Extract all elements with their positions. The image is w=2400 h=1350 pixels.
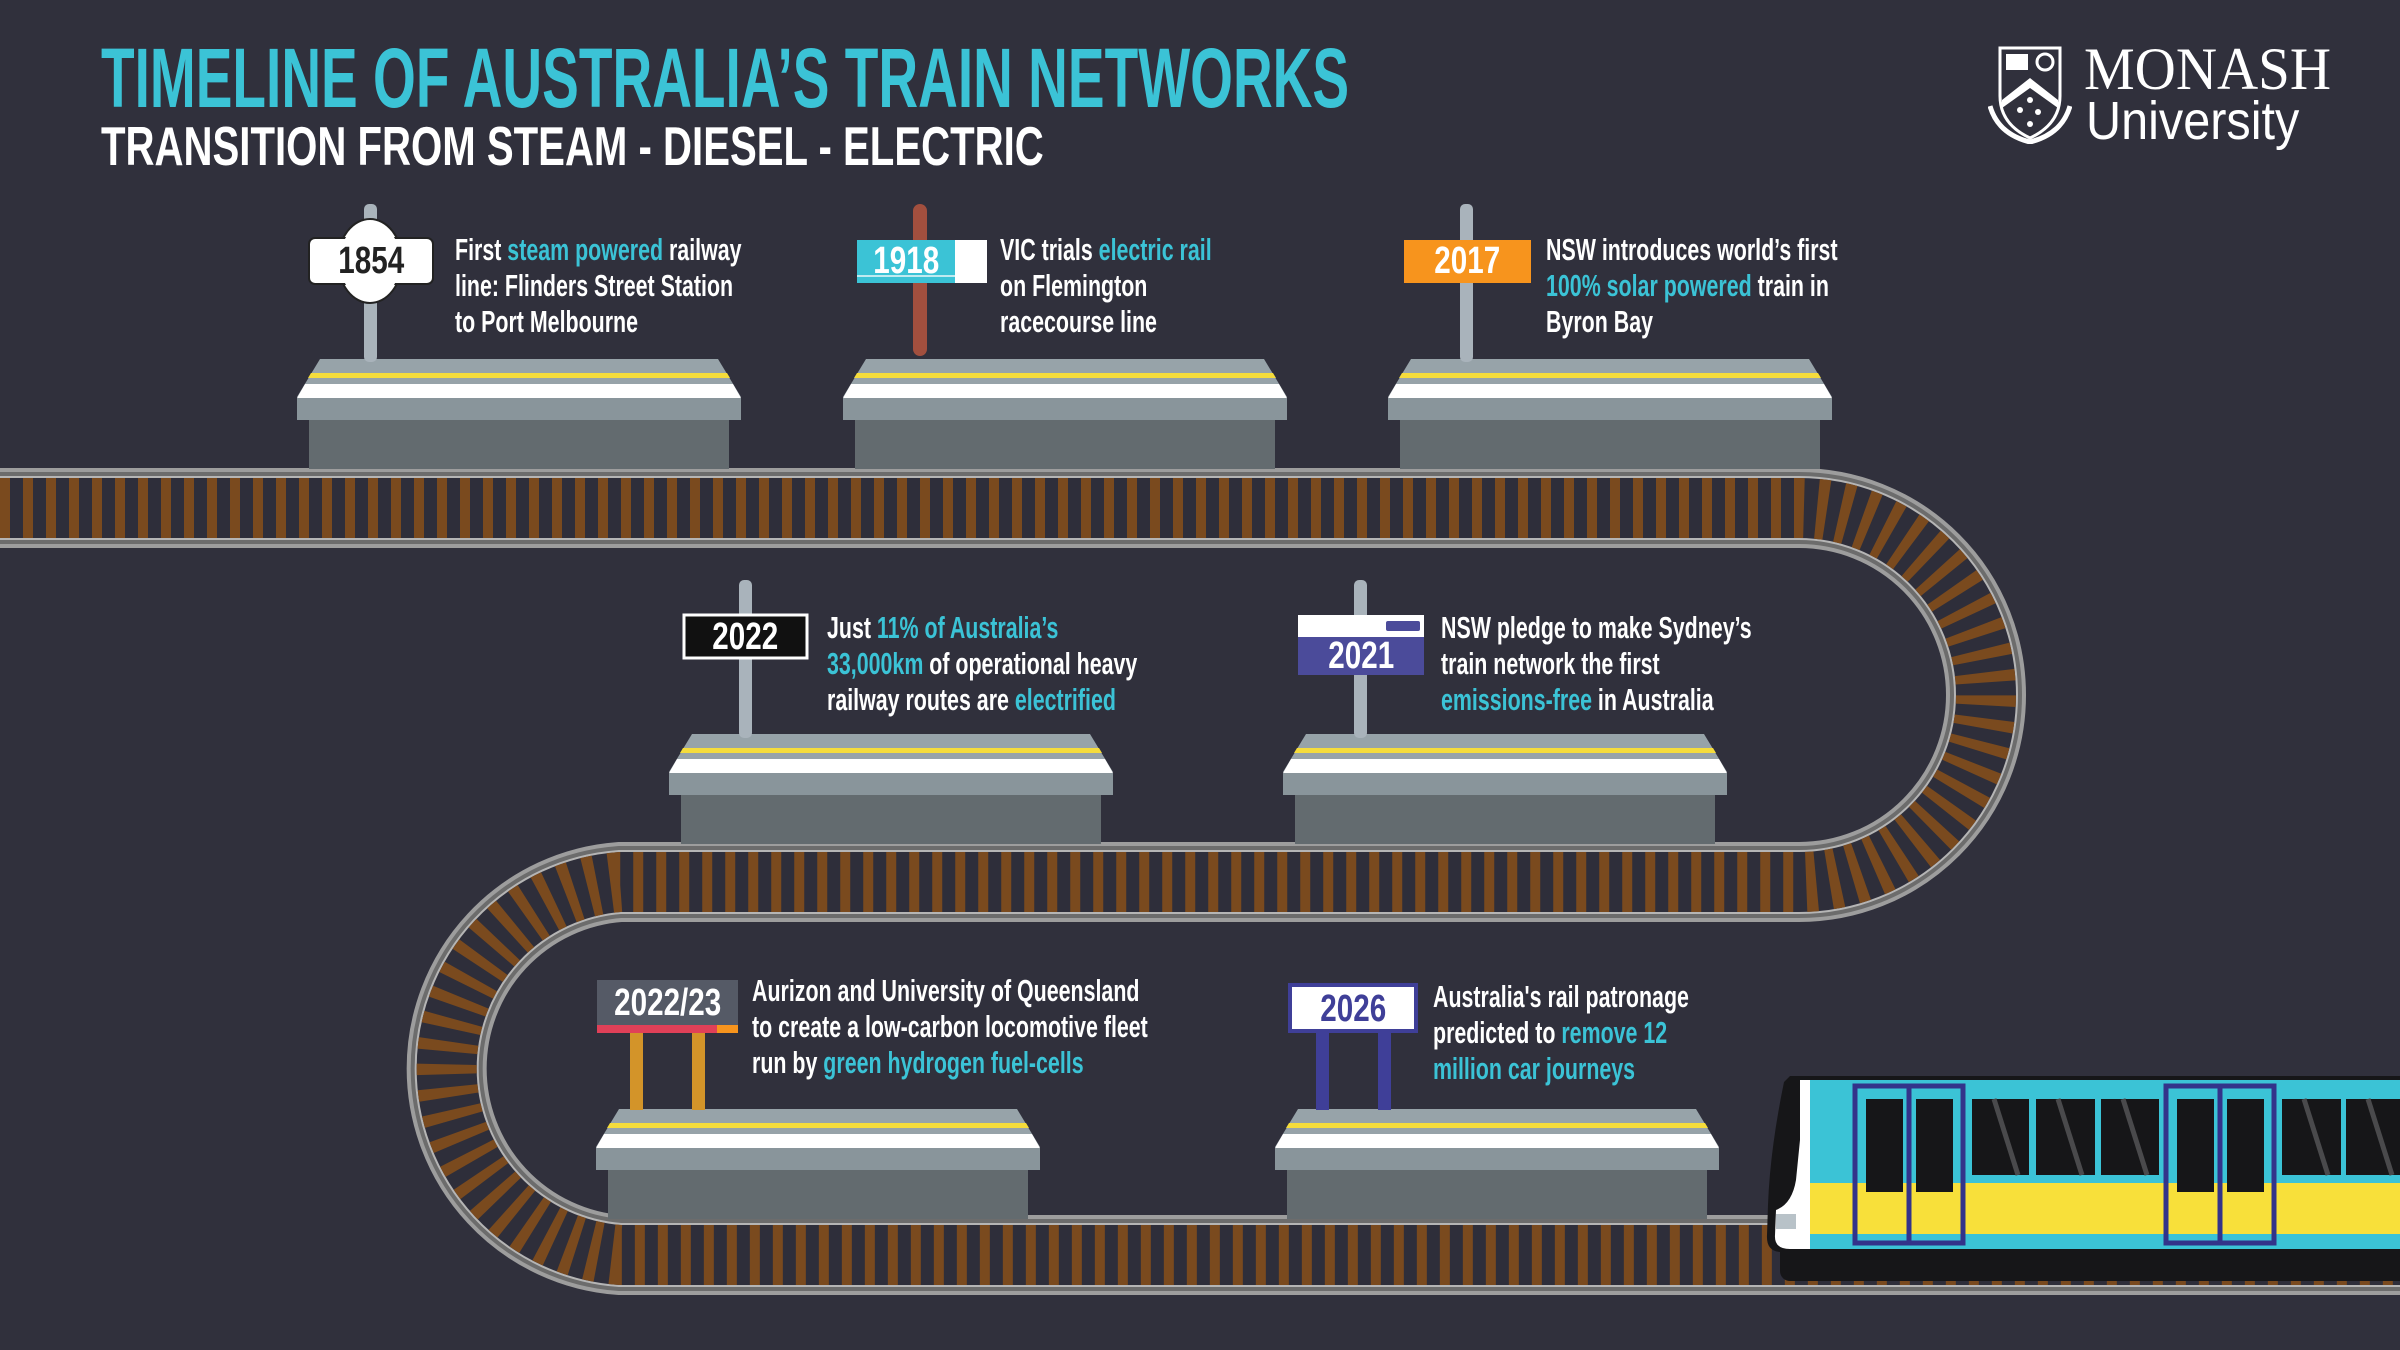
- station-platform: [669, 734, 1113, 844]
- description-line: 33,000km of operational heavy: [827, 646, 1137, 682]
- description-text: predicted to: [1433, 1015, 1562, 1050]
- station-platform: [1275, 1109, 1719, 1219]
- description-text: train in: [1751, 268, 1829, 303]
- train-window: [2036, 1099, 2095, 1175]
- highlighted-text: green hydrogen fuel-cells: [823, 1045, 1084, 1080]
- description-line: Aurizon and University of Queensland: [752, 973, 1148, 1009]
- highlighted-text: electrified: [1014, 682, 1116, 717]
- description-line: NSW introduces world’s first: [1546, 232, 1838, 268]
- description-text: in Australia: [1591, 682, 1714, 717]
- year-label-2022: 2022: [712, 616, 779, 658]
- logo-name: MONASH: [2084, 36, 2332, 102]
- description-text: run by: [752, 1045, 824, 1080]
- description-line: to Port Melbourne: [455, 304, 742, 340]
- page-subtitle: TRANSITION FROM STEAM - DIESEL - ELECTRI…: [101, 115, 1044, 177]
- description-text: Byron Bay: [1546, 304, 1653, 339]
- year-label-2021: 2021: [1328, 635, 1394, 677]
- description-line: on Flemington: [1000, 268, 1212, 304]
- description-text: of operational heavy: [923, 646, 1138, 681]
- electric-train: [1766, 1076, 2400, 1281]
- highlighted-text: 33,000km: [827, 646, 924, 681]
- year-label-2017: 2017: [1434, 240, 1501, 282]
- description-line: emissions-free in Australia: [1441, 682, 1752, 718]
- page-title: TIMELINE OF AUSTRALIA’S TRAIN NETWORKS: [101, 31, 1350, 125]
- highlighted-text: million car journeys: [1433, 1051, 1636, 1086]
- highlighted-text: emissions-free: [1441, 682, 1592, 717]
- description-text: NSW pledge to make Sydney’s: [1441, 610, 1752, 645]
- description-line: Byron Bay: [1546, 304, 1838, 340]
- description-text: NSW introduces world’s first: [1546, 232, 1838, 267]
- description-line: Just 11% of Australia’s: [827, 610, 1137, 646]
- description-line: run by green hydrogen fuel-cells: [752, 1045, 1148, 1081]
- year-label-1918: 1918: [873, 240, 939, 282]
- year-label-2026: 2026: [1320, 988, 1386, 1030]
- description-line: racecourse line: [1000, 304, 1212, 340]
- description-text: railway routes are: [827, 682, 1015, 717]
- description-line: NSW pledge to make Sydney’s: [1441, 610, 1752, 646]
- description-text: train network the first: [1441, 646, 1660, 681]
- highlighted-text: steam powered: [507, 232, 664, 267]
- sign-2021: [1298, 580, 1424, 738]
- station-platform: [1388, 359, 1832, 469]
- description-line: line: Flinders Street Station: [455, 268, 742, 304]
- highlighted-text: 11% of Australia’s: [876, 610, 1059, 645]
- train-window: [1972, 1099, 2029, 1175]
- sign-1854: [308, 204, 434, 362]
- description-text: to create a low-carbon locomotive fleet: [752, 1009, 1148, 1044]
- station-platform: [297, 359, 741, 469]
- station-platform: [1283, 734, 1727, 844]
- monash-logo: MONASH University: [1988, 39, 2331, 151]
- sign-2022: [682, 580, 809, 738]
- description-line: train network the first: [1441, 646, 1752, 682]
- description-line: to create a low-carbon locomotive fleet: [752, 1009, 1148, 1045]
- description-line: Australia's rail patronage: [1433, 979, 1689, 1015]
- description-text: Just: [827, 610, 877, 645]
- description-text: railway: [663, 232, 742, 267]
- description-line: predicted to remove 12: [1433, 1015, 1689, 1051]
- description-line: 100% solar powered train in: [1546, 268, 1838, 304]
- description-text: First: [455, 232, 508, 267]
- highlighted-text: remove 12: [1561, 1015, 1668, 1050]
- description-line: million car journeys: [1433, 1051, 1689, 1087]
- year-label-2022-23: 2022/23: [613, 982, 722, 1024]
- description-text: Aurizon and University of Queensland: [752, 973, 1140, 1008]
- sign-2022-23: [597, 980, 738, 1110]
- description-text: to Port Melbourne: [455, 304, 639, 339]
- description-line: First steam powered railway: [455, 232, 742, 268]
- monash-crest-icon: [1988, 46, 2072, 144]
- description-text: line: Flinders Street Station: [455, 268, 734, 303]
- station-platform: [843, 359, 1287, 469]
- railway-track: [0, 468, 2400, 1295]
- train-window: [2282, 1099, 2341, 1175]
- description-text: Australia's rail patronage: [1433, 979, 1689, 1014]
- sign-2026: [1288, 983, 1418, 1110]
- highlighted-text: electric rail: [1098, 232, 1212, 267]
- year-label-1854: 1854: [338, 240, 404, 282]
- description-line: railway routes are electrified: [827, 682, 1137, 718]
- sign-1918: [857, 204, 987, 356]
- description-line: VIC trials electric rail: [1000, 232, 1212, 268]
- logo-subname: University: [2086, 91, 2300, 151]
- highlighted-text: 100% solar powered: [1546, 268, 1752, 303]
- description-text: VIC trials: [1000, 232, 1099, 267]
- description-text: on Flemington: [1000, 268, 1148, 303]
- railway-sleepers: [0, 478, 2400, 1285]
- description-text: racecourse line: [1000, 304, 1157, 339]
- sign-2017: [1404, 204, 1531, 362]
- train-window: [2101, 1099, 2159, 1175]
- station-platform: [596, 1109, 1040, 1219]
